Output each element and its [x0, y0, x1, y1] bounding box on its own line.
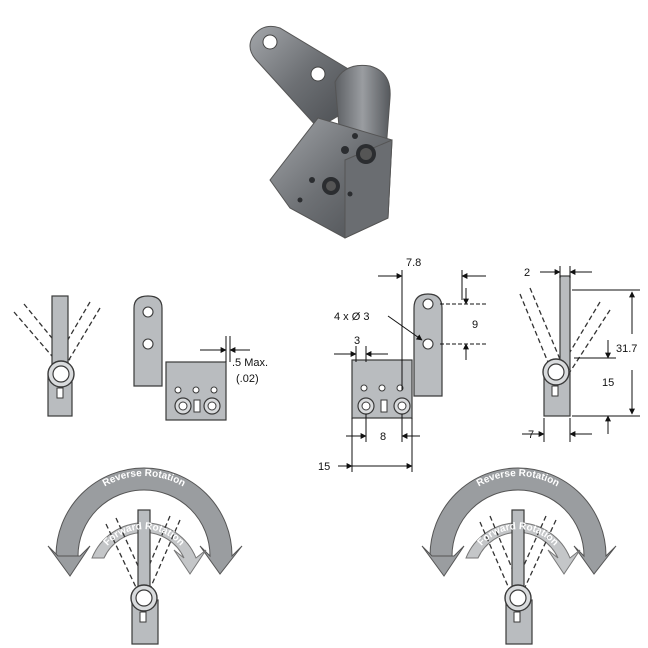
right-side-view	[519, 266, 640, 442]
hinge-photo	[249, 25, 393, 239]
dim-hole-callout: 4 x Ø 3	[334, 311, 369, 323]
offset-max-label: .5 Max.	[232, 357, 268, 369]
left-side-view	[13, 295, 101, 417]
dim-edge-3: 3	[354, 335, 360, 347]
right-rotation-diagram	[421, 467, 617, 645]
dim-hole-spacing: 9	[472, 319, 478, 331]
dim-hole-pitch: 8	[380, 431, 386, 443]
front-view	[133, 295, 250, 421]
left-rotation-diagram	[47, 467, 243, 645]
dim-height-15: 15	[602, 377, 614, 389]
dimensioned-front-view	[334, 270, 488, 472]
dim-width-7: 7	[528, 429, 534, 441]
dim-height-31-7: 31.7	[616, 343, 637, 355]
dim-total-15: 15	[318, 461, 330, 473]
dim-width-top: 7.8	[406, 257, 421, 269]
dim-thickness-2: 2	[524, 267, 530, 279]
offset-max-inch-label: (.02)	[236, 373, 259, 385]
